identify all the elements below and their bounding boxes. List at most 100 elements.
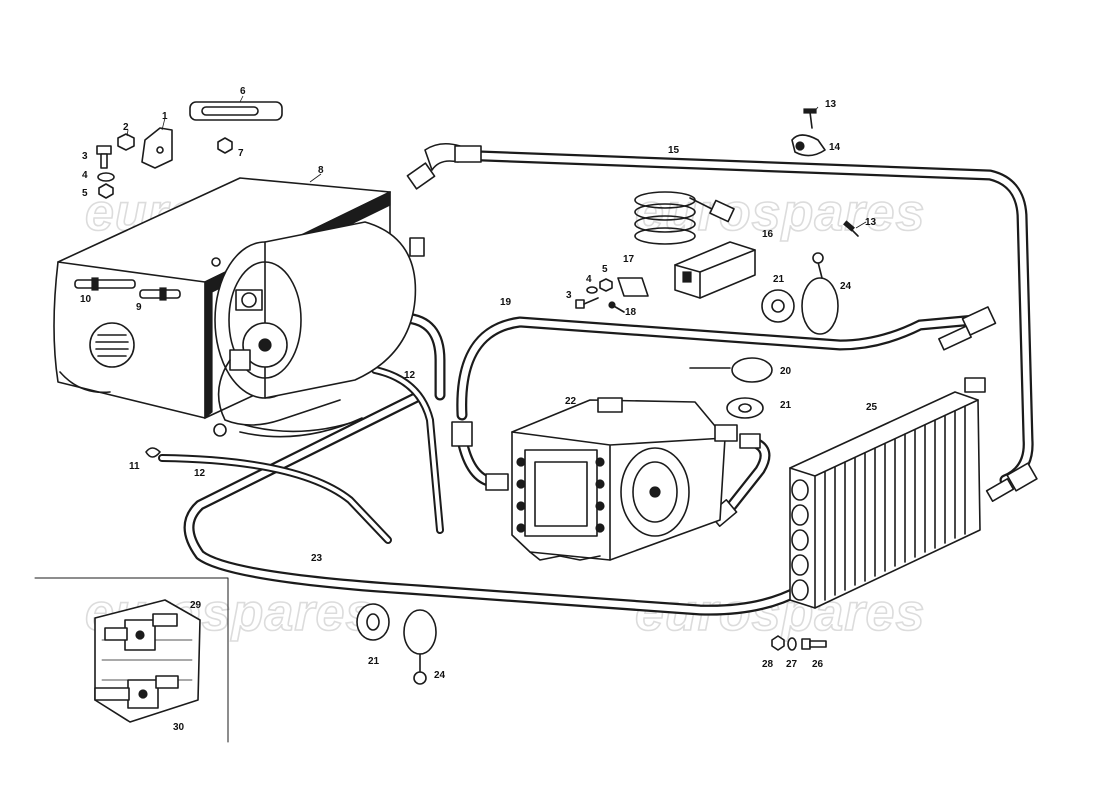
- part-29-left-fitting: [104, 627, 128, 641]
- callout-14: 14: [829, 142, 841, 153]
- part-29-bolt: [135, 630, 145, 640]
- leader-lines: [126, 95, 867, 229]
- evaporator-curve: [59, 371, 111, 394]
- vent-outlet: [89, 322, 135, 368]
- part-3b-bolt-shank: [583, 297, 599, 305]
- compressor-body-edges: [511, 431, 726, 561]
- part-13a-screw: [809, 111, 813, 129]
- blower-motor-body: [264, 221, 417, 399]
- blower-valve-block: [229, 349, 251, 371]
- compressor-head-panel: [534, 461, 588, 527]
- pipe-19-inner: [458, 316, 979, 419]
- callout-18: 18: [625, 307, 637, 318]
- fitting-15-nut: [454, 145, 482, 163]
- head-bolt-8: [595, 523, 605, 533]
- callout-3-mid: 3: [566, 290, 572, 301]
- part-3b-bolt-head: [575, 299, 585, 309]
- expansion-valve-group: [575, 191, 756, 313]
- compressor-shaft: [649, 486, 661, 498]
- part-21b-hole: [738, 403, 752, 413]
- mount-screw-top: [211, 257, 221, 267]
- callout-13-top: 13: [825, 99, 837, 110]
- callout-23: 23: [311, 553, 323, 564]
- leader-1: [161, 117, 166, 131]
- callout-7: 7: [238, 148, 244, 159]
- callout-21-mid: 21: [780, 400, 792, 411]
- condenser-tube-3: [791, 529, 809, 551]
- control-knob-10: [91, 277, 99, 291]
- compressor-base-lugs: [529, 551, 601, 561]
- condenser-tube-4: [791, 554, 809, 576]
- part-29-right-fitting: [152, 613, 178, 627]
- compressor-cylinder-head: [524, 449, 598, 537]
- inset-valve-block: [94, 599, 201, 723]
- part-26-bolt-shank: [809, 640, 827, 648]
- fitting-15-lower-thread: [985, 478, 1015, 502]
- callout-12-upper: 12: [404, 370, 416, 381]
- blower-top-fitting: [409, 237, 425, 257]
- control-slot-10: [74, 279, 136, 289]
- part-21a-hole: [771, 299, 785, 313]
- control-knob-9: [159, 287, 167, 301]
- inset-frame: [34, 577, 229, 743]
- part-26-bolt-head: [801, 638, 811, 650]
- part-20-ring: [731, 357, 773, 383]
- part-3-bolt-shank: [100, 153, 108, 169]
- coil-2: [634, 203, 696, 221]
- part-17-bracket: [617, 277, 649, 297]
- part-30-left-fitting: [94, 687, 130, 701]
- callout-17: 17: [623, 254, 635, 265]
- mount-bolt-1: [213, 423, 227, 437]
- leader-13a: [813, 106, 819, 113]
- condenser-tube-5: [791, 579, 809, 601]
- part-1-hole: [156, 146, 164, 154]
- evaporator-unit: [53, 177, 425, 438]
- pipe-23-inner: [185, 394, 804, 614]
- leader-8: [309, 173, 322, 183]
- callout-16: 16: [762, 229, 774, 240]
- head-bolt-4: [516, 523, 526, 533]
- part-21c-hole: [366, 613, 380, 631]
- callout-29: 29: [190, 600, 202, 611]
- condenser-top-fitting: [964, 377, 986, 393]
- part-11-clip: [145, 447, 161, 458]
- head-bolt-2: [516, 479, 526, 489]
- head-bolt-5: [595, 457, 605, 467]
- part-18-screw-head: [608, 301, 616, 309]
- callout-6: 6: [240, 86, 246, 97]
- part-24b-eye: [413, 671, 427, 685]
- leader-6: [239, 95, 244, 103]
- callout-24-bottom: 24: [434, 670, 446, 681]
- hose-12-lower-inner: [160, 456, 390, 542]
- fitting-15-elbow: [406, 162, 436, 190]
- part-30-block: [127, 679, 159, 709]
- head-bolt-3: [516, 501, 526, 511]
- part-24a-stem: [817, 261, 823, 279]
- callout-19: 19: [500, 297, 512, 308]
- part-5b-nut: [599, 278, 613, 292]
- callout-11: 11: [129, 461, 140, 472]
- callout-27: 27: [786, 659, 798, 670]
- hose-12-upper-inner: [373, 368, 442, 532]
- part-16-valve-edges: [674, 249, 756, 299]
- hose-12-upper-outer: [371, 366, 444, 534]
- part-28-nut: [771, 635, 785, 651]
- condenser-frame-edges: [789, 399, 979, 609]
- part-27-washer: [787, 637, 797, 651]
- callout-26: 26: [812, 659, 824, 670]
- compressor-side-valve: [714, 424, 738, 442]
- fitting-19-thread: [938, 325, 972, 351]
- callout-20: 20: [780, 366, 792, 377]
- blower-motor-ring: [228, 261, 302, 379]
- blower-wire: [217, 359, 341, 426]
- part-4-washer: [97, 172, 115, 182]
- vent-louvres: [95, 334, 129, 357]
- part-24b-loop: [403, 609, 437, 655]
- fitting-19-vertical: [451, 421, 473, 447]
- part-24a-loop: [801, 277, 839, 335]
- part-14-hole: [795, 141, 805, 151]
- callout-labels: 1 2 3 4 5 6 7 8 9 10 11 12 12 13 13 14 1…: [80, 86, 878, 733]
- part-5-nut: [98, 183, 114, 199]
- callout-30: 30: [173, 722, 185, 733]
